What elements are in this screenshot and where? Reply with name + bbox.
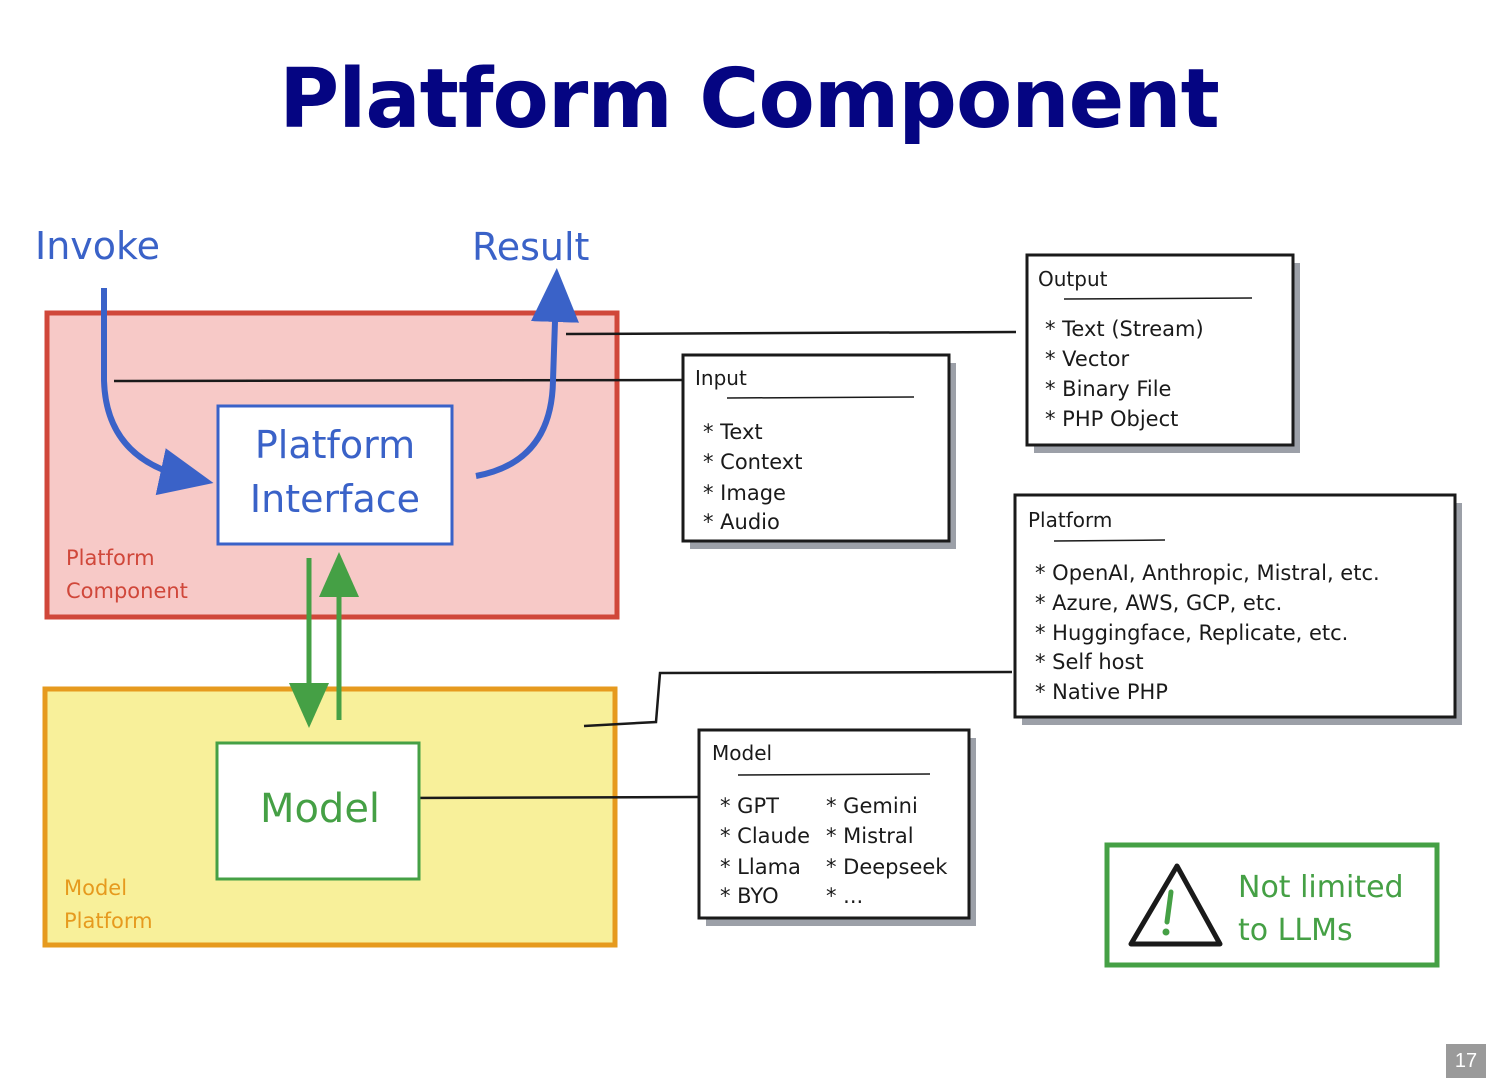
platform-interface-label-2: Interface bbox=[250, 477, 420, 521]
model-note-item: * ... bbox=[826, 884, 863, 908]
connector-lines bbox=[113, 330, 1017, 800]
model-platform-label-1: Model bbox=[64, 876, 127, 900]
model-note-item: * Gemini bbox=[826, 794, 918, 818]
slide-title: Platform Component bbox=[279, 52, 1220, 147]
model-note-item: * Llama bbox=[720, 855, 801, 879]
input-note-item: * Context bbox=[703, 450, 802, 474]
platform-interface-box: Platform Interface bbox=[216, 404, 454, 546]
input-note-heading: Input bbox=[695, 366, 747, 390]
platform-note: Platform * OpenAI, Anthropic, Mistral, e… bbox=[1013, 493, 1462, 725]
page-number: 17 bbox=[1446, 1044, 1486, 1078]
output-note-item: * Binary File bbox=[1045, 377, 1171, 401]
model-platform-label-2: Platform bbox=[64, 909, 153, 933]
platform-note-item: * Huggingface, Replicate, etc. bbox=[1035, 621, 1348, 645]
model-note-heading: Model bbox=[712, 741, 772, 765]
input-note: Input * Text * Context * Image * Audio bbox=[681, 353, 956, 549]
model-note-item: * Deepseek bbox=[826, 855, 948, 879]
result-label: Result bbox=[472, 225, 589, 269]
input-note-item: * Image bbox=[703, 481, 786, 505]
output-note-item: * Vector bbox=[1045, 347, 1129, 371]
callout-line-2: to LLMs bbox=[1238, 913, 1353, 948]
platform-note-item: * Native PHP bbox=[1035, 680, 1168, 704]
model-note-item: * Mistral bbox=[826, 824, 914, 848]
platform-note-item: * Self host bbox=[1035, 650, 1144, 674]
output-note-item: * Text (Stream) bbox=[1045, 317, 1204, 341]
callout-line-1: Not limited bbox=[1238, 870, 1404, 905]
platform-interface-label-1: Platform bbox=[255, 423, 415, 467]
output-note-heading: Output bbox=[1038, 267, 1108, 291]
input-note-item: * Text bbox=[703, 420, 763, 444]
platform-note-item: * Azure, AWS, GCP, etc. bbox=[1035, 591, 1282, 615]
platform-component-label-1: Platform bbox=[66, 546, 155, 570]
connector-model-platform-platform bbox=[583, 670, 1013, 728]
connector-result-output bbox=[565, 330, 1017, 336]
not-limited-callout: Not limited to LLMs bbox=[1104, 842, 1440, 968]
platform-note-item: * OpenAI, Anthropic, Mistral, etc. bbox=[1035, 561, 1380, 585]
warning-triangle-icon bbox=[1128, 863, 1223, 947]
platform-component-label-2: Component bbox=[66, 579, 188, 603]
platform-note-heading: Platform bbox=[1028, 508, 1112, 532]
invoke-label: Invoke bbox=[35, 224, 160, 268]
output-note: Output * Text (Stream) * Vector * Binary… bbox=[1025, 253, 1300, 453]
connector-model-model-note bbox=[399, 795, 699, 800]
output-note-item: * PHP Object bbox=[1045, 407, 1178, 431]
invoke-arrow bbox=[101, 288, 214, 496]
model-box: Model bbox=[215, 741, 421, 881]
model-note-item: * BYO bbox=[720, 884, 779, 908]
model-note: Model * GPT * Claude * Llama * BYO * Gem… bbox=[697, 728, 976, 926]
result-arrow bbox=[475, 268, 579, 479]
model-note-item: * GPT bbox=[720, 794, 779, 818]
model-label: Model bbox=[260, 786, 380, 832]
connector-invoke-input bbox=[113, 378, 683, 383]
model-note-item: * Claude bbox=[720, 824, 810, 848]
input-note-item: * Audio bbox=[703, 510, 780, 534]
